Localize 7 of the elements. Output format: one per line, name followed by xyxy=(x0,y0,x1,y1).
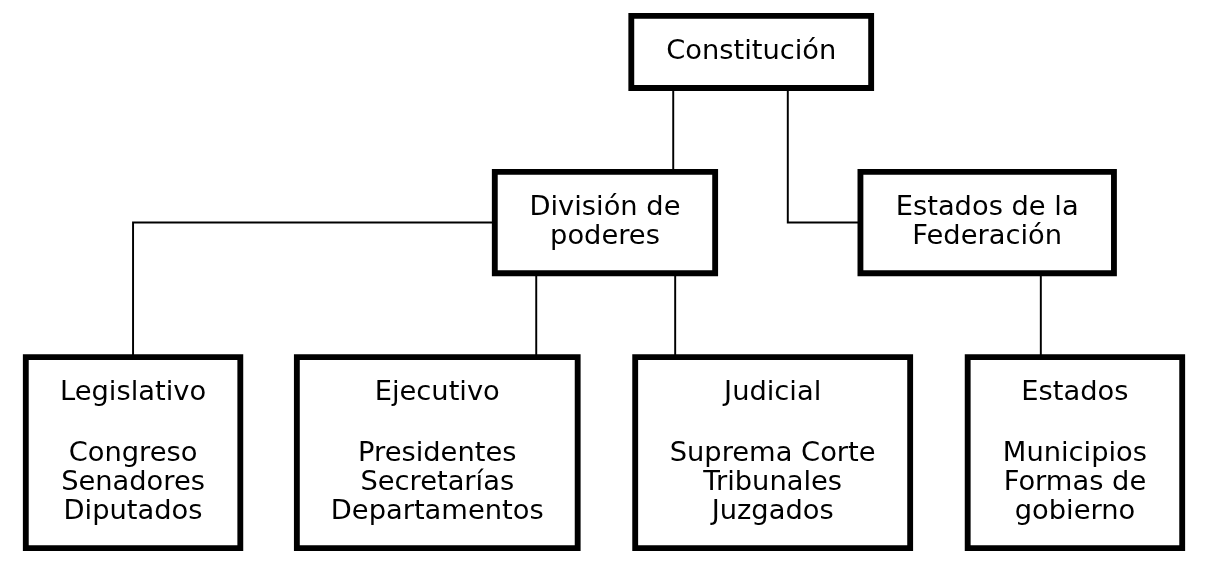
node-box: Constitución xyxy=(628,12,875,91)
node-box: Judicial Suprema Corte Tribunales Juzgados xyxy=(632,354,914,552)
node-box: Legislativo Congreso Senadores Diputados xyxy=(22,354,244,552)
node-box: Estados Municipios Formas de gobierno xyxy=(964,354,1186,552)
node-box: Ejecutivo Presidentes Secretarías Departamentos xyxy=(293,354,581,552)
node-box: División de poderes xyxy=(491,168,719,277)
node-box: Estados de la Federación xyxy=(857,168,1117,277)
